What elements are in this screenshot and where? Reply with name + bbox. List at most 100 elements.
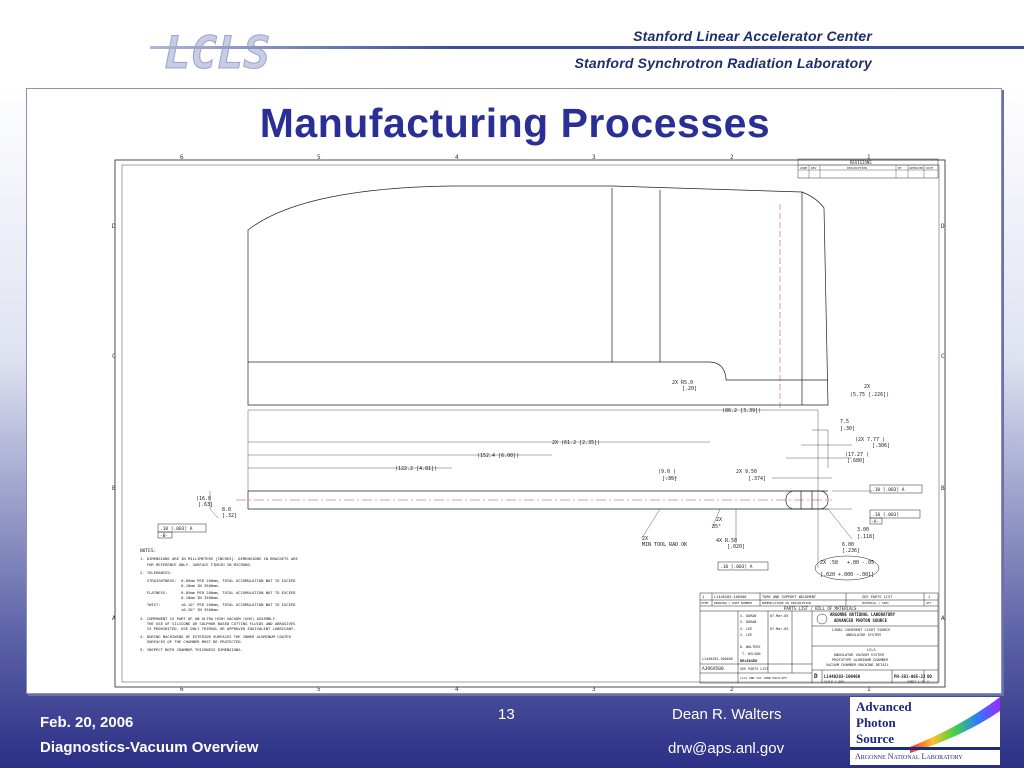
title-desc: LCLS [867,648,876,652]
dim-label: 4X R.50 [716,538,737,544]
zone-letter: B [941,485,945,492]
dim-label: [.118] [857,534,875,540]
lcls-logo: LCLS [150,28,270,78]
note-line: 3. COMPONENT IS PART OF AN ULTRA HIGH VA… [140,616,277,621]
note-line: ±0.30° IN 3500mm. [140,607,220,612]
parts-header: ITEM [701,601,708,605]
dim-label: 2X [642,536,648,542]
org-name: ADVANCED PHOTON SOURCE [834,618,888,623]
note-line: THE USE OF SILICONE OR SULPHUR BASED CUT… [140,621,296,626]
dim-label: 2X .58 [820,560,838,566]
sheet-size: D [814,673,818,680]
sign-date: 07-Mar-05 [770,614,788,618]
zone-letter: C [112,353,116,360]
parts-cell: TUBE AND SUPPORT WELDMENT [762,595,817,599]
zone-letter: A [112,615,116,622]
dim-label: [.236] [842,548,860,554]
parts-header: QTY [926,601,932,605]
dim-label: 7.5 [840,419,849,425]
parts-header: MATERIAL / SPEC [862,601,889,605]
sign-date: 07-Mar-05 [770,627,788,631]
tolerance-label: .10 [.003] A [872,487,905,493]
drawing-inner-border [121,164,940,683]
zone-number: 5 [317,686,321,693]
datum-label: -A- [871,519,879,525]
section-profile [247,490,829,510]
dim-label: [.63] [198,502,213,508]
dim-label: 35° [712,524,721,530]
dim-label: [.020 +.000 -.001] [820,572,874,578]
zone-number: 4 [455,154,459,161]
dim-label: [.680] [847,458,865,464]
title-desc: PROTOTYPE ALUMINUM CHAMBER [832,658,889,662]
revisions-block: REVISIONS ZONE REV DESCRIPTION BY APPROV… [797,158,939,179]
signer-name: S. DORAN [740,614,756,618]
author-email[interactable]: drw@aps.anl.gov [668,740,785,757]
signer-name: S. LEE [740,627,752,631]
dimension-lines [209,409,872,568]
lab-name: Stanford Synchrotron Radiation Laborator… [574,55,872,71]
dim-label: (17.27 ) [845,452,869,458]
rev-header: REV [811,166,817,170]
org-name: LINAC COHERENT LIGHT SOURCE [832,628,890,632]
released-stamp: RELEASED [740,659,757,663]
rev-header: DATE [926,166,933,170]
title-desc: VACUUM CHAMBER MACHINE DETAIL [826,663,889,667]
drawing-border [114,159,946,688]
slide-header: LCLS Stanford Linear Accelerator Center … [0,0,1024,84]
parts-header: NOMENCLATURE OR DESCRIPTION [762,601,811,605]
dim-label: 3.00 [857,527,869,533]
dim-label: 2X 9.50 [736,469,757,475]
note-line: FOR REFERENCE ONLY. SURFACE FINISH IN MI… [140,562,252,567]
rainbow-swoosh-icon [850,697,1000,753]
parts-cell: SEE PARTS LIST [862,595,893,599]
note-line: 1. DIMENSIONS ARE IN MILLIMETERS [INCHES… [140,556,298,561]
aps-line3: Source [856,731,895,746]
author-name: Dean R. Walters [672,706,782,723]
note-line: FLATNESS: 0.05mm PER 200mm, TOTAL ACCUMU… [140,590,296,595]
zone-number: 2 [730,154,734,161]
drawing-notes: NOTES: 1. DIMENSIONS ARE IN MILLIMETERS … [140,548,298,652]
datum-label: -B- [160,533,168,539]
dim-label: [.32] [222,513,237,519]
drawing-id: A3969500 [702,666,724,672]
note-line: SURFACES OF THE CHAMBER MUST BE PROTECTE… [140,639,243,644]
org-name: UNDULATOR SYSTEM [846,633,881,637]
dim-label: (152.4 [6.00]) [477,453,519,459]
dim-label: [.20] [682,386,697,392]
rev-header: ZONE [800,166,807,170]
tolerance-label: .10 [.003] A [720,564,753,570]
note-line: STRAIGHTNESS: 0.05mm PER 200mm, TOTAL AC… [140,578,296,583]
sheet-count: SHEET 1 OF 2 [907,680,929,684]
next-assembly: L1440203-100400 [702,657,733,661]
zone-number: 2 [730,686,734,693]
rev-header: DESCRIPTION [847,166,867,170]
zone-number: 4 [455,686,459,693]
parts-header: DRAWING / PART NUMBER [714,601,752,605]
zone-letter: A [941,615,945,622]
aps-lab-name: Argonne National Laboratory [855,752,963,761]
header-rule [150,46,1024,49]
aps-line2: Photon [856,715,896,730]
see-parts-list: SEE PARTS LIST [740,667,769,671]
engineering-drawing: 6 5 4 3 2 1 6 5 4 3 2 1 D C B A D C B A … [112,154,946,693]
org-name: ARGONNE NATIONAL LABORATORY [830,612,896,617]
dim-label: MIN TOOL RAD OK [642,542,687,548]
svg-text:LCLS: LCLS [164,28,270,78]
note-line: 0.10mm IN 3500mm. [140,595,220,600]
parts-list-title: PARTS LIST / BILL OF MATERIALS [784,606,857,611]
zone-letter: D [941,223,945,230]
revision-code: OO [927,674,932,679]
note-line: 5. INSPECT BOTH CHAMBER THICKNESS DIMENS… [140,647,243,652]
parts-cell: L1440203-100500 [714,595,746,599]
dim-label: [.306] [872,443,890,449]
signer-name: S. LEE [740,633,752,637]
dim-label: (9.0 ) [658,469,676,475]
zone-number: 5 [317,154,321,161]
note-line: TWIST: ±0.10° PER 200mm, TOTAL ACCUMULAT… [140,602,296,607]
dim-label: 2X R5.0 [672,380,693,386]
revisions-title: REVISIONS [850,160,872,165]
zone-number: 1 [867,686,871,693]
drawing-number: L1440203-100400 [824,674,861,679]
dim-label: 2X [864,384,870,390]
